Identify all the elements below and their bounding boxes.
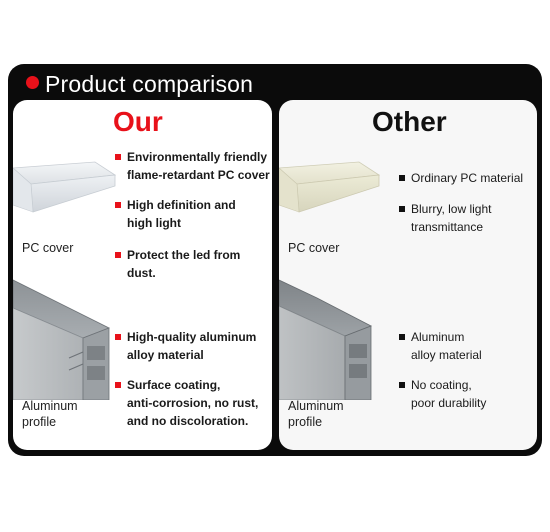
our-profile-label-1: Aluminum bbox=[22, 399, 78, 413]
other-pc-label: PC cover bbox=[288, 241, 340, 255]
other-bullet-1: Ordinary PC material bbox=[399, 169, 523, 187]
other-heading: Other bbox=[372, 106, 447, 137]
pc-cover-image bbox=[13, 161, 117, 213]
other-profile-label-2: profile bbox=[288, 415, 323, 429]
header-title: Product comparison bbox=[45, 71, 254, 97]
other-profile-label-1: Aluminum bbox=[288, 399, 344, 413]
bullet-square-icon bbox=[399, 206, 405, 212]
header-dot bbox=[26, 76, 39, 89]
our-card: Our PC cover bbox=[13, 100, 272, 450]
our-pc-label: PC cover bbox=[22, 241, 74, 255]
bullet-square-icon bbox=[115, 252, 121, 258]
our-profile-label-2: profile bbox=[22, 415, 57, 429]
our-bullet-5: Surface coating,anti-corrosion, no rust,… bbox=[115, 376, 258, 430]
aluminum-profile-image bbox=[13, 279, 110, 400]
bullet-square-icon bbox=[399, 382, 405, 388]
bullet-square-icon bbox=[115, 202, 121, 208]
bullet-square-icon bbox=[399, 334, 405, 340]
our-bullet-3: Protect the led from dust. bbox=[115, 246, 272, 282]
aluminum-profile-image bbox=[279, 279, 372, 400]
bullet-square-icon bbox=[115, 334, 121, 340]
other-bullet-4: No coating,poor durability bbox=[399, 376, 486, 412]
bullet-square-icon bbox=[115, 154, 121, 160]
other-card: Other PC cover bbox=[279, 100, 537, 450]
bullet-square-icon bbox=[399, 175, 405, 181]
pc-cover-image bbox=[279, 161, 381, 213]
our-heading: Our bbox=[113, 106, 163, 137]
bullet-square-icon bbox=[115, 382, 121, 388]
